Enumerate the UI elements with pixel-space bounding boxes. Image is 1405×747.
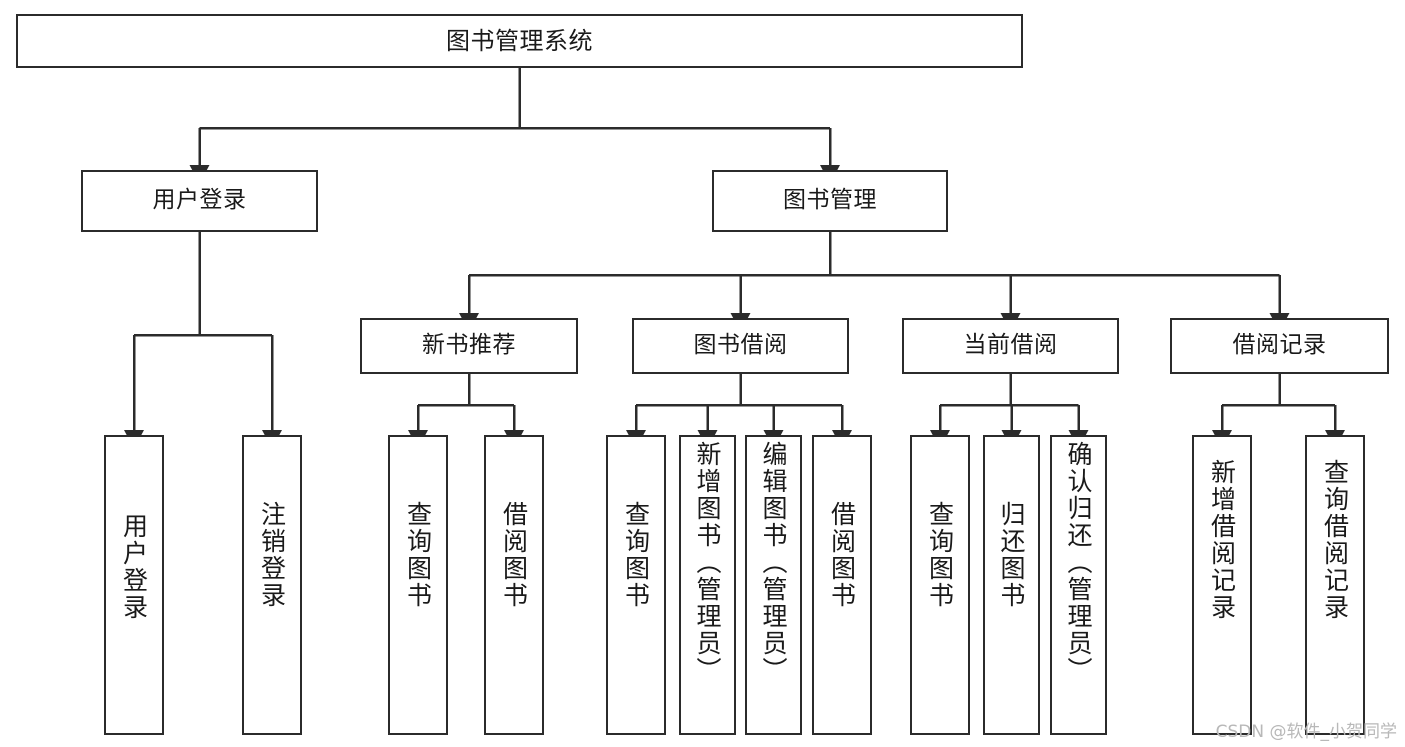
node-label-l-cconf: 确认归还（管理员） [1064, 441, 1093, 684]
node-l-cconf[interactable]: 确认归还（管理员） [1050, 435, 1107, 735]
edge-group [124, 68, 1345, 449]
node-l-rquery[interactable]: 查询借阅记录 [1305, 435, 1365, 735]
node-label-l-bedit: 编辑图书（管理员） [759, 441, 788, 684]
node-label-login: 用户登录 [152, 187, 247, 214]
node-label-newbook: 新书推荐 [422, 332, 516, 359]
node-label-l-logout: 注销登录 [257, 501, 287, 609]
node-l-bq[interactable]: 查询图书 [606, 435, 666, 735]
node-record[interactable]: 借阅记录 [1170, 318, 1389, 374]
node-newbook[interactable]: 新书推荐 [360, 318, 578, 374]
node-bookmgmt[interactable]: 图书管理 [712, 170, 948, 232]
node-label-root: 图书管理系统 [446, 26, 593, 55]
node-l-login[interactable]: 用户登录 [104, 435, 164, 735]
node-label-l-cq: 查询图书 [925, 501, 955, 609]
node-l-cq[interactable]: 查询图书 [910, 435, 970, 735]
node-login[interactable]: 用户登录 [81, 170, 318, 232]
node-borrow[interactable]: 图书借阅 [632, 318, 849, 374]
node-label-bookmgmt: 图书管理 [783, 187, 877, 214]
node-l-bborrow[interactable]: 借阅图书 [812, 435, 872, 735]
node-label-record: 借阅记录 [1232, 332, 1327, 359]
node-label-borrow: 图书借阅 [693, 332, 788, 359]
node-label-l-bborrow: 借阅图书 [827, 501, 857, 609]
node-label-l-cret: 归还图书 [997, 501, 1026, 609]
node-label-l-bq: 查询图书 [621, 501, 651, 609]
node-l-nb-query[interactable]: 查询图书 [388, 435, 448, 735]
node-l-badd[interactable]: 新增图书（管理员） [679, 435, 736, 735]
node-l-logout[interactable]: 注销登录 [242, 435, 302, 735]
node-label-l-nb-borrow: 借阅图书 [499, 501, 529, 609]
node-root[interactable]: 图书管理系统 [16, 14, 1023, 68]
node-label-l-nb-query: 查询图书 [403, 501, 433, 609]
node-current[interactable]: 当前借阅 [902, 318, 1119, 374]
node-label-l-rquery: 查询借阅记录 [1320, 459, 1350, 621]
node-label-l-login: 用户登录 [119, 513, 149, 621]
node-label-current: 当前借阅 [963, 332, 1058, 359]
node-l-cret[interactable]: 归还图书 [983, 435, 1040, 735]
node-l-bedit[interactable]: 编辑图书（管理员） [745, 435, 802, 735]
node-l-radd[interactable]: 新增借阅记录 [1192, 435, 1252, 735]
node-l-nb-borrow[interactable]: 借阅图书 [484, 435, 544, 735]
node-label-l-badd: 新增图书（管理员） [693, 441, 722, 684]
node-label-l-radd: 新增借阅记录 [1207, 459, 1237, 621]
